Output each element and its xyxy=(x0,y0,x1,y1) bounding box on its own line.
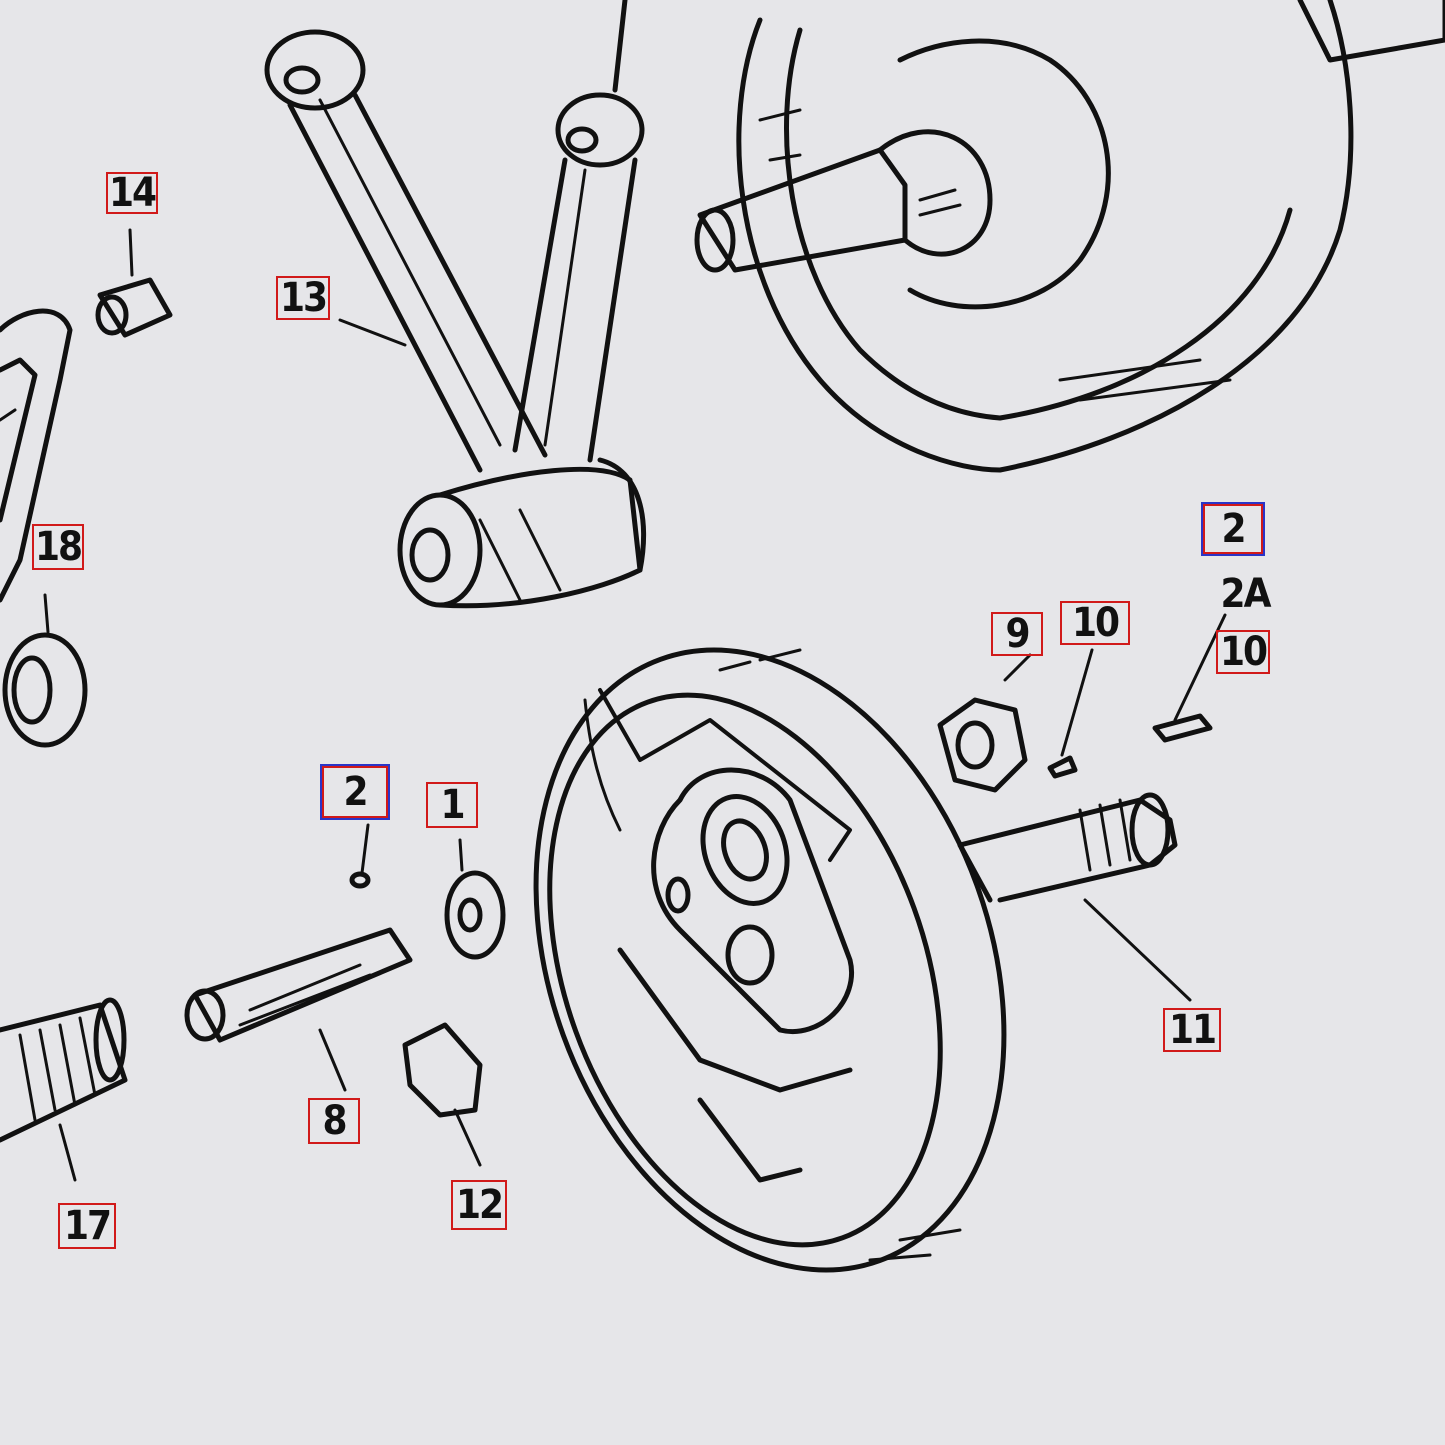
callout-18: 18 xyxy=(32,524,84,570)
callout-14: 14 xyxy=(106,172,158,214)
callout-11: 11 xyxy=(1163,1008,1221,1052)
rod-18 xyxy=(0,308,88,748)
pin-2 xyxy=(349,823,371,889)
callout-10: 10 xyxy=(1060,601,1130,645)
sleeve-14 xyxy=(95,228,173,338)
callout-2a: 2A xyxy=(1220,571,1272,617)
key-10 xyxy=(1047,648,1094,779)
connecting-rod-13 xyxy=(264,29,647,609)
flywheel-11 xyxy=(533,647,1192,1273)
callout-17: 17 xyxy=(58,1203,116,1249)
callout-12: 12 xyxy=(451,1180,507,1230)
callout-8: 8 xyxy=(308,1098,360,1144)
nut-9 xyxy=(937,653,1032,793)
washer-1 xyxy=(444,838,506,960)
key-10-right xyxy=(1152,613,1227,743)
callout-2-right: 2 xyxy=(1201,502,1265,556)
splined-shaft-17 xyxy=(0,997,128,1182)
callout-2-left: 2 xyxy=(320,764,390,820)
callout-13: 13 xyxy=(276,276,330,320)
callout-9: 9 xyxy=(991,612,1043,656)
callout-10-right: 10 xyxy=(1216,630,1270,674)
nut-12 xyxy=(402,1022,483,1167)
upper-flywheel-assembly xyxy=(612,0,1445,473)
callout-1: 1 xyxy=(426,782,478,828)
crankpin-8 xyxy=(184,927,413,1092)
